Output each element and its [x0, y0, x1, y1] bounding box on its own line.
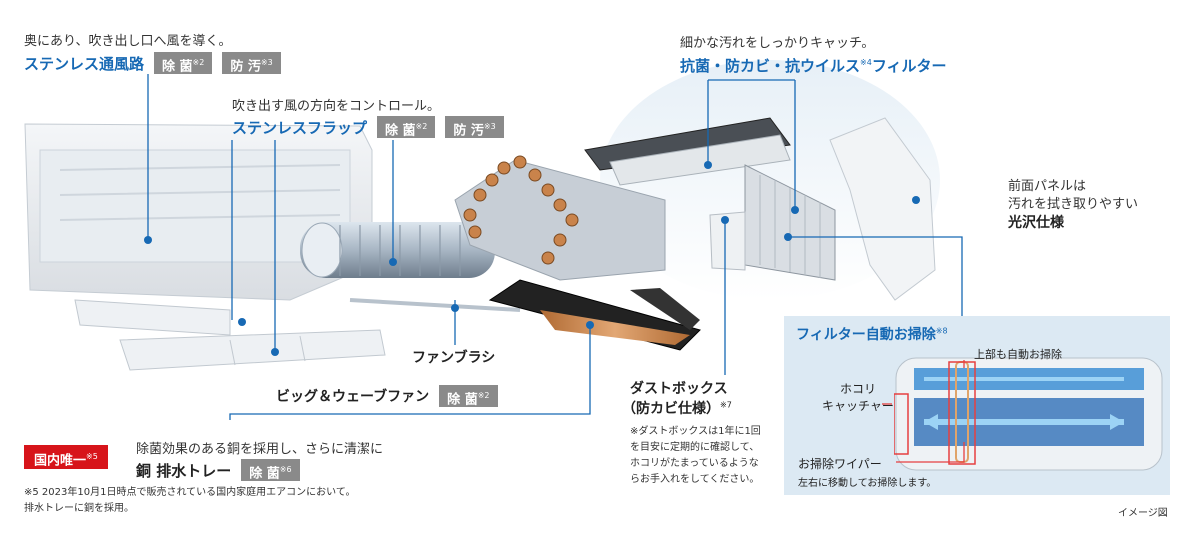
dustbox-mold-label: （防カビ仕様）※7 — [622, 400, 732, 417]
dustbox-instructions: ※ダストボックスは1年に1回 を目安に定期的に確認して、 ホコリがたまっているよ… — [630, 426, 761, 485]
fan-drum — [300, 222, 495, 278]
tray-title: 銅 排水トレー — [136, 461, 232, 480]
panel-description-1: 前面パネルは — [1008, 179, 1087, 194]
fan-brush-label: ファンブラシ — [412, 350, 496, 366]
drain-tray-copper — [540, 310, 690, 345]
image-note: イメージ図 — [1118, 508, 1168, 519]
inset-dust-catcher: ホコリ キャッチャー — [822, 382, 894, 413]
flap-tag-sterilize: 除 菌※2 — [377, 116, 436, 138]
fan-label: ビッグ＆ウェーブファン — [276, 389, 430, 405]
inset-wiper-description: 左右に移動してお掃除します。 — [798, 478, 937, 489]
panel-description-2: 汚れを拭き取りやすい — [1008, 197, 1139, 212]
duct-tag-antifouling: 防 汚※3 — [222, 52, 281, 74]
footnote: ※5 2023年10月1日時点で販売されている国内家庭用エアコンにおいて。 排水… — [24, 487, 356, 514]
duct-callout: ステンレス通風路 除 菌※2 防 汚※3 — [24, 52, 281, 74]
filter-title: 抗菌・防カビ・抗ウイルス※4フィルター — [680, 57, 947, 75]
front-panel — [829, 117, 936, 301]
duct-tag-sterilize: 除 菌※2 — [154, 52, 213, 74]
tray-description: 除菌効果のある銅を採用し、さらに清潔に — [136, 442, 384, 457]
tray-tag-sterilize: 除 菌※6 — [241, 459, 300, 481]
duct-description: 奥にあり、吹き出し口へ風を導く。 — [24, 34, 232, 49]
flap-callout: ステンレスフラップ 除 菌※2 防 汚※3 — [232, 116, 504, 138]
tray-callout: 銅 排水トレー 除 菌※6 — [136, 459, 300, 481]
filter-description: 細かな汚れをしっかりキャッチ。 — [680, 36, 875, 51]
auto-clean-inset: フィルター自動お掃除※8 上部も自動お掃除 ホコリ キャッチャー お掃除ワイパー… — [784, 316, 1170, 495]
louver-2 — [119, 329, 386, 371]
filter-cleaning-illustration — [894, 357, 1163, 471]
fan-brush-rod — [349, 298, 521, 312]
inset-leaders — [882, 360, 965, 463]
louver-1 — [74, 299, 231, 336]
fan-tag-sterilize: 除 菌※2 — [439, 385, 498, 407]
flap-tag-antifouling: 防 汚※3 — [445, 116, 504, 138]
inset-top-label: 上部も自動お掃除 — [974, 348, 1062, 361]
dust-box — [709, 211, 746, 271]
inset-wiper-label: お掃除ワイパー — [798, 457, 882, 471]
fan-callout: ビッグ＆ウェーブファン 除 菌※2 — [276, 385, 498, 407]
inset-title: フィルター自動お掃除※8 — [796, 326, 948, 343]
duct-title: ステンレス通風路 — [24, 54, 145, 73]
dustbox-label: ダストボックス — [630, 381, 728, 397]
flap-description: 吹き出す風の方向をコントロール。 — [232, 99, 441, 114]
japan-only-badge: 国内唯一※5 — [24, 445, 108, 469]
flap-title: ステンレスフラップ — [232, 118, 368, 137]
panel-title: 光沢仕様 — [1008, 215, 1064, 231]
